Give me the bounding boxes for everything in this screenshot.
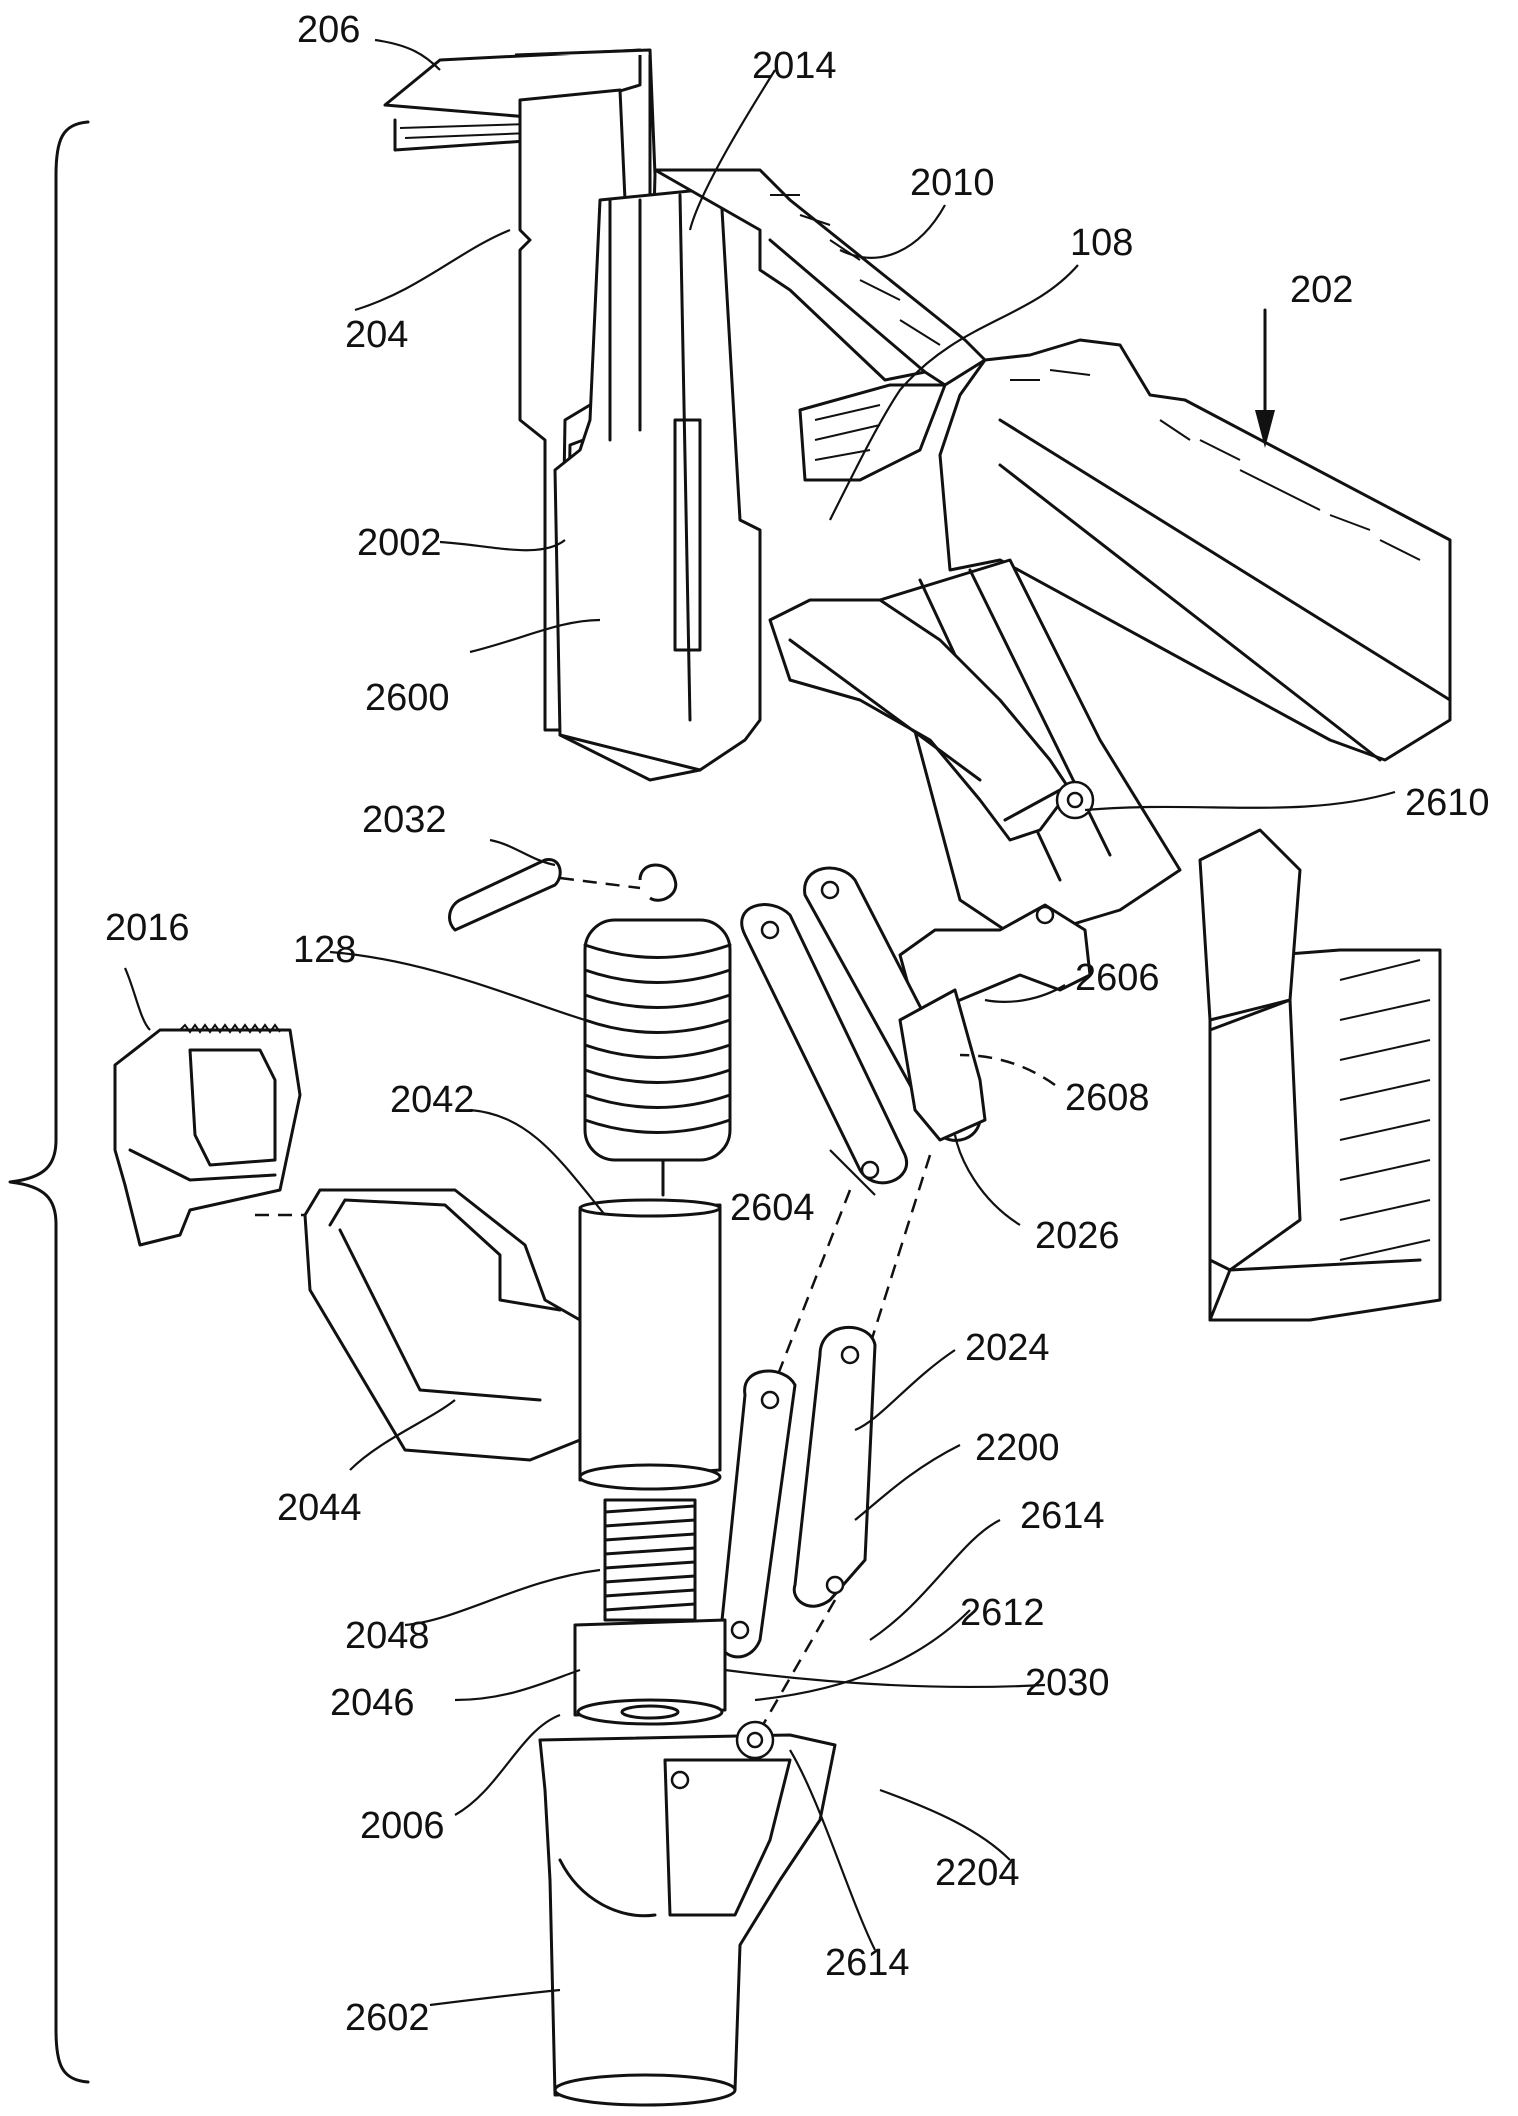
- label-2014: 2014: [752, 45, 837, 87]
- lower-links: [720, 1155, 930, 1730]
- threaded-rod: [605, 1500, 695, 1620]
- label-202: 202: [1290, 269, 1353, 311]
- label-2614-upper: 2614: [1020, 1495, 1105, 1537]
- label-2204: 2204: [935, 1852, 1020, 1894]
- label-2614-lower: 2614: [825, 1942, 910, 1984]
- label-2604: 2604: [730, 1187, 815, 1229]
- label-2608: 2608: [1065, 1077, 1150, 1119]
- label-2602: 2602: [345, 1997, 430, 2039]
- label-108: 108: [1070, 222, 1133, 264]
- label-2600: 2600: [365, 677, 450, 719]
- label-2006: 2006: [360, 1805, 445, 1847]
- label-2606: 2606: [1075, 957, 1160, 999]
- rod-nut-base: [540, 1500, 835, 2105]
- label-2032: 2032: [362, 799, 447, 841]
- label-2046: 2046: [330, 1682, 415, 1724]
- label-2024: 2024: [965, 1327, 1050, 1369]
- label-2610: 2610: [1405, 782, 1490, 824]
- label-2016: 2016: [105, 907, 190, 949]
- label-2200: 2200: [975, 1427, 1060, 1469]
- label-2042: 2042: [390, 1079, 475, 1121]
- label-2002: 2002: [357, 522, 442, 564]
- pin-and-spring: [450, 859, 730, 1195]
- label-204: 204: [345, 314, 408, 356]
- grouping-brace: [10, 122, 88, 2082]
- label-2048: 2048: [345, 1615, 430, 1657]
- label-2010: 2010: [910, 162, 995, 204]
- label-2044: 2044: [277, 1487, 362, 1529]
- label-2612: 2612: [960, 1592, 1045, 1634]
- handle-assembly: [880, 310, 1450, 1320]
- label-2026: 2026: [1035, 1215, 1120, 1257]
- leader-lines: [125, 40, 1395, 2005]
- label-206: 206: [297, 9, 360, 51]
- label-2030: 2030: [1025, 1662, 1110, 1704]
- coil-spring: [585, 920, 730, 1160]
- label-128: 128: [293, 929, 356, 971]
